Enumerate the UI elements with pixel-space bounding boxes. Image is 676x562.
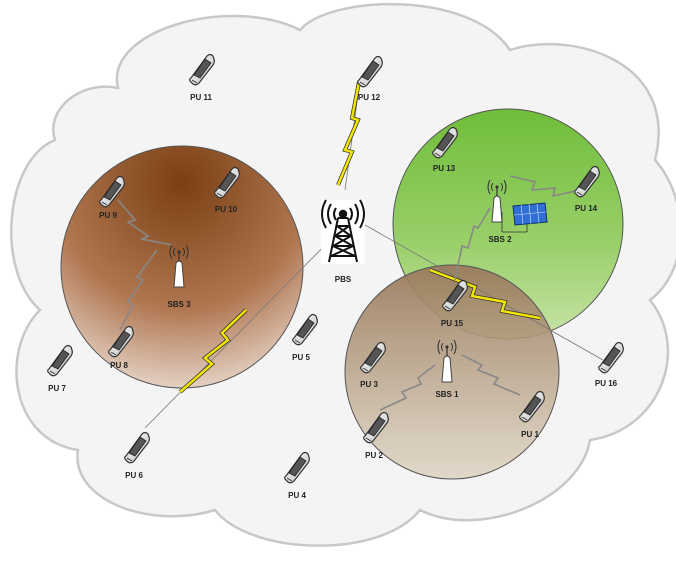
pu10: PU 10 (214, 166, 240, 214)
pu3: PU 3 (360, 341, 386, 389)
secondary-link-pu15 (454, 207, 491, 281)
pu13: PU 13 (432, 126, 458, 173)
pu5: PU 5 (292, 313, 318, 362)
pu11: PU 11 (189, 53, 215, 102)
sbs2-label: SBS 2 (488, 235, 512, 244)
pu11-label: PU 11 (190, 93, 212, 102)
pu6-label: PU 6 (125, 471, 143, 480)
pu15-label: PU 15 (441, 319, 464, 328)
pu4-label: PU 4 (288, 491, 306, 500)
cell-tower-icon (321, 199, 365, 263)
secondary-link-pu1 (461, 354, 521, 396)
pbs-label: PBS (335, 275, 352, 284)
pbs-link-line (144, 229, 341, 429)
sbs2: SBS 2 (487, 179, 512, 244)
pu9: PU 9 (99, 175, 125, 220)
sbs1-label: SBS 1 (435, 390, 459, 399)
pu3-label: PU 3 (360, 380, 378, 389)
pu1-label: PU 1 (521, 430, 539, 439)
pu9-label: PU 9 (99, 211, 117, 220)
pu8: PU 8 (108, 325, 134, 370)
pu16-label: PU 16 (595, 379, 618, 388)
pu12: PU 12 (357, 55, 383, 102)
pu12-label: PU 12 (358, 93, 381, 102)
primary-base-station: PBS (321, 199, 365, 284)
pu14-label: PU 14 (575, 204, 598, 213)
sbs1: SBS 1 (435, 339, 459, 399)
pu6: PU 6 (124, 431, 150, 480)
secondary-link-pu8 (119, 249, 158, 331)
pu5-label: PU 5 (292, 353, 310, 362)
solar-panel-icon (501, 202, 548, 233)
pu7-label: PU 7 (48, 384, 66, 393)
pu2: PU 2 (363, 411, 389, 460)
sbs1-coverage-cell (344, 264, 560, 480)
sbs3-label: SBS 3 (167, 300, 191, 309)
sbs3: SBS 3 (167, 244, 191, 309)
pu14: PU 14 (574, 165, 600, 213)
pu7: PU 7 (47, 344, 73, 393)
pu2-label: PU 2 (365, 451, 383, 460)
pbs-link-line (364, 224, 604, 361)
primary-link-pu12 (336, 81, 361, 186)
pu16: PU 16 (595, 341, 624, 388)
pu10-label: PU 10 (215, 205, 238, 214)
pu15: PU 15 (441, 279, 468, 328)
primary-link-pu6 (179, 309, 247, 393)
secondary-link-pu2 (379, 364, 436, 411)
pu8-label: PU 8 (110, 361, 128, 370)
secondary-link-pu14 (509, 175, 581, 198)
pu13-label: PU 13 (433, 164, 456, 173)
pu4: PU 4 (284, 451, 310, 500)
secondary-link-pu9 (117, 199, 173, 246)
pu1: PU 1 (519, 390, 545, 439)
primary-link-pu16 (429, 268, 541, 320)
